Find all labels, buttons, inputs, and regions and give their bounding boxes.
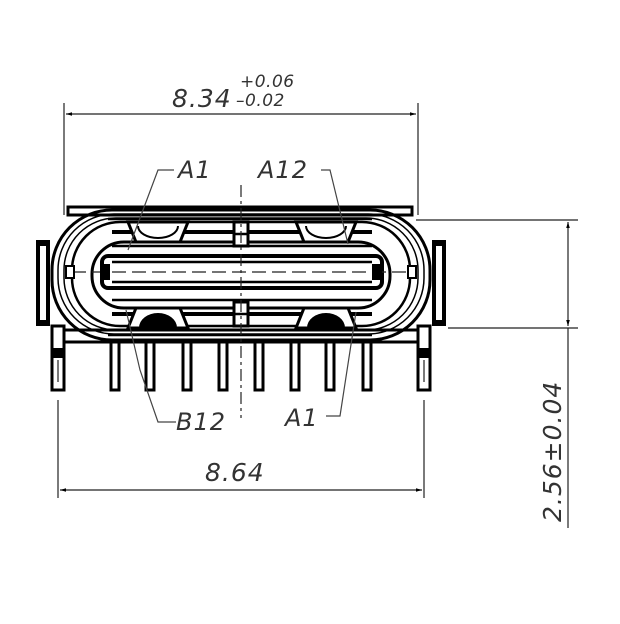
pin-label-bottom-left: B12 <box>125 309 226 436</box>
pin <box>217 340 229 392</box>
dimension-height: 2.56±0.04 <box>416 219 578 528</box>
dimension-bottom-width: 8.64 <box>57 400 425 498</box>
pin <box>181 340 193 392</box>
pin-label-bottom-right: A1 <box>283 311 357 432</box>
signal-pins <box>109 340 373 392</box>
pin <box>109 340 121 392</box>
connector-body <box>36 205 446 344</box>
label-b12-bottom: B12 <box>176 408 226 436</box>
dimension-top-value: 8.34 <box>172 84 232 113</box>
label-a12-top: A12 <box>256 156 308 184</box>
pin <box>289 340 301 392</box>
pin <box>253 340 265 392</box>
label-a1-top: A1 <box>176 156 212 184</box>
pin <box>324 340 336 392</box>
pin-label-top-left: A1 <box>127 156 212 251</box>
pin <box>361 340 373 392</box>
label-a1-bottom: A1 <box>283 404 319 432</box>
dimension-top-tol-minus: –0.02 <box>236 91 285 111</box>
dimension-bottom-value: 8.64 <box>205 458 265 487</box>
dimension-top-tol-plus: +0.06 <box>240 72 295 92</box>
mounting-posts <box>50 324 432 392</box>
pin-label-top-right: A12 <box>256 156 349 245</box>
dimension-height-value: 2.56±0.04 <box>538 381 567 522</box>
dimension-top-width: 8.34 +0.06 –0.02 <box>63 72 419 215</box>
pin <box>144 340 156 392</box>
